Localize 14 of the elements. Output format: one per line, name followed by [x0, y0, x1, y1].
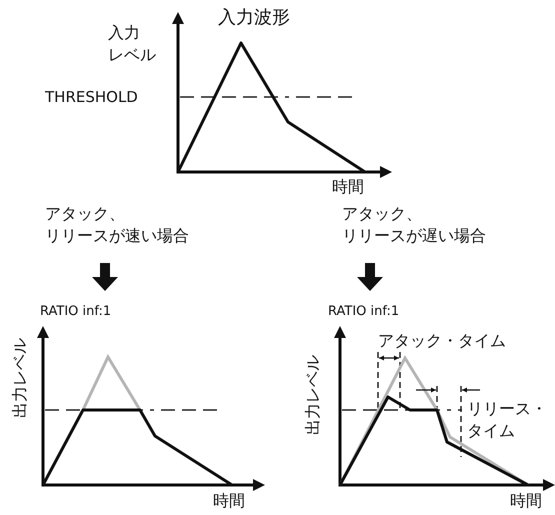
chart-title: 入力波形	[218, 6, 290, 30]
ratio-label: RATIO inf:1	[328, 303, 400, 321]
ratio-label: RATIO inf:1	[40, 303, 112, 321]
release-time-label: リリース・タイム	[467, 398, 547, 442]
axis-label: 出力レベル	[12, 338, 28, 418]
axis-label: 入力レベル	[108, 22, 156, 66]
axis-label: 時間	[332, 176, 364, 198]
axis-label: 時間	[510, 490, 542, 512]
condition-text: アタック、リリースが速い場合	[45, 203, 189, 246]
axis-label: 出力レベル	[305, 355, 321, 435]
threshold-label: THRESHOLD	[45, 87, 138, 108]
axis-label: 時間	[213, 490, 245, 512]
attack-time-label: アタック・タイム	[378, 330, 506, 352]
condition-text: アタック、リリースが遅い場合	[342, 203, 486, 246]
